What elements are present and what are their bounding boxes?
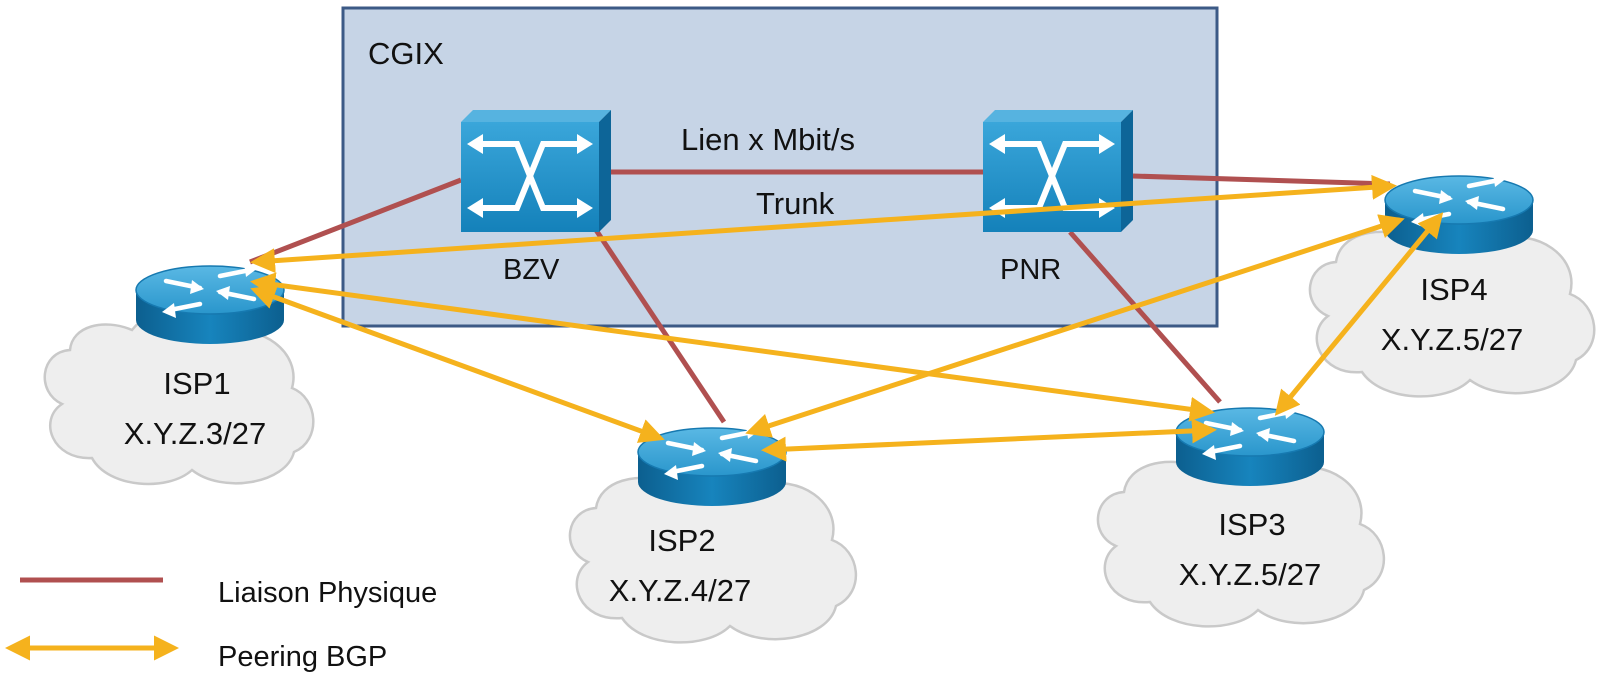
isp3-router xyxy=(1175,404,1325,486)
legend-physical-label: Liaison Physique xyxy=(218,577,437,609)
isp1-name: ISP1 xyxy=(163,366,230,401)
isp2-router xyxy=(637,424,787,506)
cgix-label: CGIX xyxy=(368,36,444,71)
bzv-switch xyxy=(461,110,611,232)
link-capacity-label: Lien x Mbit/s xyxy=(681,122,855,157)
isp1-address: X.Y.Z.3/27 xyxy=(124,416,266,451)
legend-bgp-label: Peering BGP xyxy=(218,641,387,673)
isp1-router xyxy=(135,262,285,344)
isp2-address: X.Y.Z.4/27 xyxy=(609,573,751,608)
trunk-label: Trunk xyxy=(756,186,835,221)
pnr-label: PNR xyxy=(1000,254,1061,286)
isp4-name: ISP4 xyxy=(1420,272,1487,307)
isp2-name: ISP2 xyxy=(648,523,715,558)
isp4-address: X.Y.Z.5/27 xyxy=(1381,322,1523,357)
isp4-router xyxy=(1384,172,1534,254)
bgp-peerings xyxy=(250,174,1444,462)
bgp-peering-isp2-isp3 xyxy=(761,418,1217,462)
bgp-peering-isp3-isp4 xyxy=(1274,212,1444,416)
bzv-label: BZV xyxy=(503,254,560,286)
isp3-name: ISP3 xyxy=(1218,507,1285,542)
isp3-address: X.Y.Z.5/27 xyxy=(1179,557,1321,592)
